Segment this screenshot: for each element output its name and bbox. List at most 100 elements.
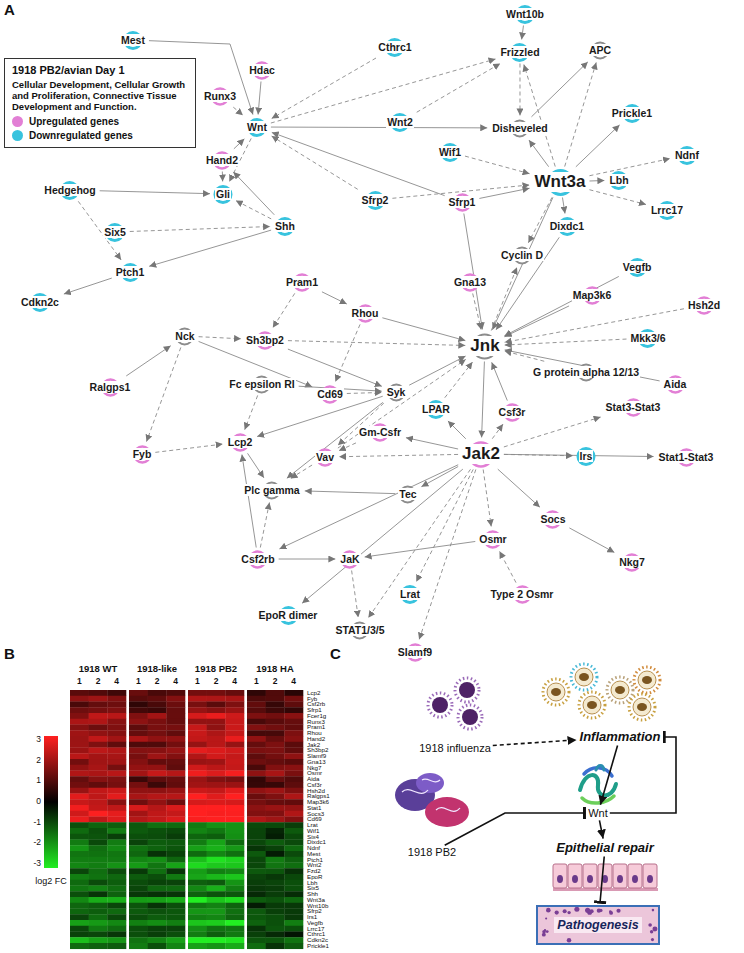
heatmap-cell (148, 817, 167, 823)
heatmap-cell (70, 914, 89, 920)
interaction-edge (271, 127, 487, 129)
heatmap-cell (188, 828, 207, 834)
node-label: Wnt (246, 121, 268, 133)
heatmap-cell (188, 713, 207, 719)
heatmap-cell (166, 736, 185, 742)
heatmap-cell (247, 880, 266, 886)
interaction-edge (416, 469, 473, 581)
interaction-edge (529, 140, 549, 167)
heatmap-cell (266, 834, 285, 840)
heatmap-cell (225, 874, 244, 880)
heatmap-cell (207, 851, 226, 857)
heatmap-cell (129, 811, 148, 817)
gene-ring (476, 529, 509, 550)
node-label: APC (588, 44, 612, 56)
node-label: Gm-Csfr (358, 426, 402, 438)
heatmap-cell (148, 736, 167, 742)
gene-ring (246, 60, 278, 81)
node-label: Nkg7 (618, 556, 646, 568)
gene-node: Fyb (130, 444, 155, 465)
heatmap-cell (107, 811, 126, 817)
inhibition-edge (445, 813, 586, 845)
heatmap-cell (225, 817, 244, 823)
heatmap-cell (225, 719, 244, 725)
node-label: LPAR (421, 403, 451, 415)
scale-tick: 1 (36, 776, 41, 786)
interaction-edge (279, 559, 336, 560)
heatmap-cell (207, 817, 226, 823)
heatmap-cell (284, 742, 303, 748)
time-point: 4 (232, 677, 237, 687)
gene-node: Plc gamma (241, 480, 302, 501)
heatmap-cell (107, 742, 126, 748)
virus-icons (428, 678, 482, 729)
colorbar (44, 736, 58, 868)
gene-node: Gna13 (451, 272, 489, 293)
heatmap-cell (225, 736, 244, 742)
heatmap-cell (129, 742, 148, 748)
gene-ring (130, 444, 155, 465)
heatmap-cell (70, 943, 89, 949)
heatmap-cell (107, 943, 126, 949)
heatmap-cell (148, 874, 167, 880)
heatmap-cell (225, 926, 244, 932)
heatmap-cell (266, 753, 285, 759)
heatmap-cell (107, 840, 126, 846)
histology-nucleus (585, 908, 590, 913)
heatmap-cell (284, 863, 303, 869)
heatmap-cell (247, 759, 266, 765)
heatmap-cell (266, 713, 285, 719)
heatmap-cell (107, 937, 126, 943)
heatmap-cell (148, 759, 167, 765)
heatmap-cell (166, 943, 185, 949)
gene-ring (603, 397, 664, 418)
heatmap-cell (247, 897, 266, 903)
interaction-edge (473, 293, 481, 329)
heatmap-cell (247, 788, 266, 794)
node-label: Vav (315, 451, 335, 463)
heatmap-cell (247, 776, 266, 782)
heatmap-cell (107, 845, 126, 851)
gene-node: Wnt3a (532, 168, 589, 197)
heatmap-cell (89, 914, 108, 920)
node-label: Six5 (103, 226, 127, 238)
interaction-edge (302, 469, 463, 603)
heatmap-cell (266, 840, 285, 846)
node-label: JaK (339, 553, 360, 565)
heatmap-cell (284, 794, 303, 800)
gene-node: Osmr (476, 529, 509, 550)
gene-node: Socs (537, 509, 568, 530)
heatmap-cell (188, 782, 207, 788)
heatmap-cell (284, 690, 303, 696)
heatmap-cell (207, 840, 226, 846)
heatmap-cell (266, 903, 285, 909)
interaction-edge (382, 318, 465, 341)
heatmap-cell (107, 759, 126, 765)
heatmap-cell (247, 765, 266, 771)
heatmap-cell (225, 794, 244, 800)
heatmap-cell (266, 765, 285, 771)
interaction-edge (222, 172, 223, 182)
histology-nucleus (609, 911, 613, 915)
interaction-edge (272, 58, 376, 119)
heatmap-cell (266, 811, 285, 817)
heatmap-cell (266, 920, 285, 926)
heatmap-cell (129, 863, 148, 869)
heatmap-cell (225, 891, 244, 897)
heatmap-cell (225, 696, 244, 702)
heatmap-cell (107, 863, 126, 869)
interaction-edge (589, 159, 670, 176)
gene-ring (201, 86, 239, 107)
gene-node: Frizzled (497, 42, 542, 63)
histology-ground (538, 907, 658, 943)
heatmap-cell (129, 880, 148, 886)
heatmap-cell (129, 707, 148, 713)
heatmap-cell (207, 886, 226, 892)
heatmap-cell (129, 834, 148, 840)
heatmap-cell (284, 868, 303, 874)
gene-ring (489, 118, 550, 139)
heatmap-cell (207, 707, 226, 713)
gene-node: Lrrc17 (648, 200, 686, 221)
heatmap-cell (247, 748, 266, 754)
